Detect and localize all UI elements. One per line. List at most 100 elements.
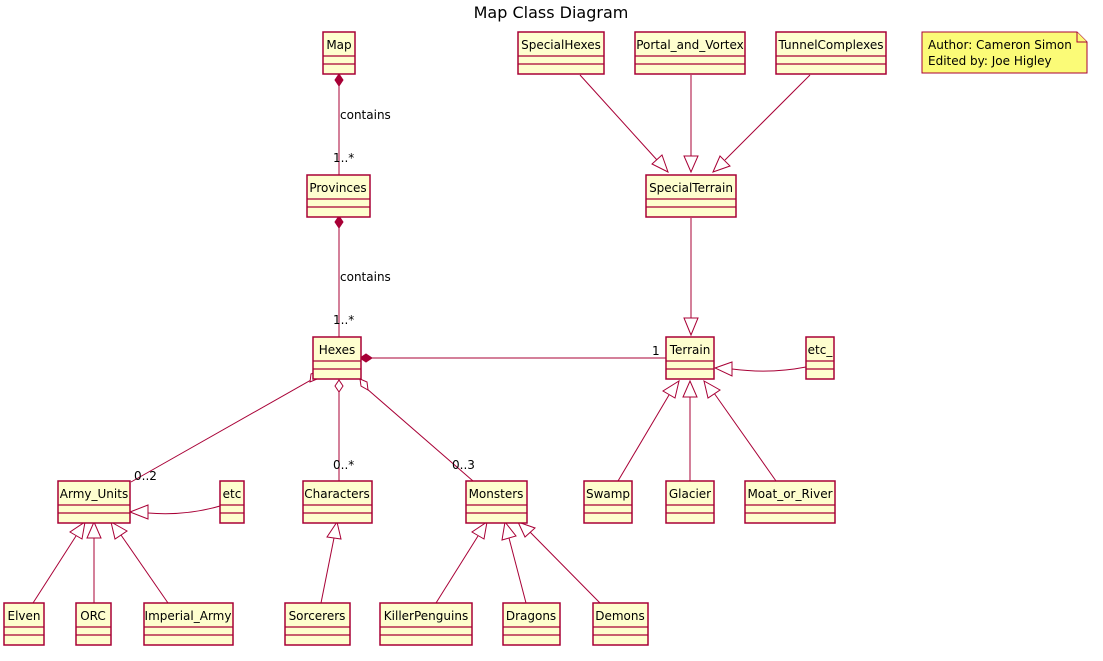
class-sorcerers: Sorcerers <box>284 602 351 646</box>
class-name: Glacier <box>669 487 711 501</box>
inheritance-arrow <box>86 520 102 539</box>
class-etc-army: etc <box>219 480 245 524</box>
inheritance-arrow <box>471 520 488 540</box>
edge-demons-monsters <box>517 521 601 604</box>
edge-glacier-terrain <box>682 379 698 481</box>
inheritance-arrow <box>662 379 680 399</box>
note-editor-line: Edited by: Joe Higley <box>928 54 1052 68</box>
class-name: Dragons <box>506 609 556 623</box>
edge-hexes-army-units: 0..2 <box>130 370 319 483</box>
class-name: SpecialTerrain <box>649 181 733 195</box>
class-killerpenguins: KillerPenguins <box>379 602 473 646</box>
class-moat-or-river: Moat_or_River <box>744 480 836 524</box>
inheritance-arrow <box>110 521 128 540</box>
inheritance-arrow <box>128 504 149 520</box>
class-orc: ORC <box>75 602 112 646</box>
inheritance-arrow <box>713 361 733 377</box>
edge-map-provinces: contains 1..* <box>333 73 391 175</box>
inheritance-arrow <box>712 155 731 173</box>
edge-sorcerers-characters <box>320 520 342 604</box>
note-author-line: Author: Cameron Simon <box>928 38 1072 52</box>
class-name: Portal_and_Vortex <box>636 38 744 52</box>
class-dragons: Dragons <box>502 602 561 646</box>
inheritance-arrow <box>683 155 699 174</box>
class-characters: Characters <box>302 480 373 524</box>
edge-hexes-characters: 0..* <box>333 379 354 481</box>
class-etc-terrain: etc_ <box>805 336 835 380</box>
multiplicity-label: 1..* <box>333 151 354 165</box>
edge-hexes-terrain: 1 <box>359 344 666 363</box>
composition-diamond <box>334 73 344 87</box>
class-specialhexes: SpecialHexes <box>517 31 605 75</box>
class-name: Provinces <box>309 181 366 195</box>
edge-label-contains: contains <box>340 108 391 122</box>
composition-diamond <box>359 353 373 363</box>
class-name: etc_ <box>808 343 834 357</box>
class-provinces: Provinces <box>306 174 371 218</box>
class-portal-and-vortex: Portal_and_Vortex <box>634 31 746 75</box>
inheritance-arrow <box>682 379 698 398</box>
edge-hexes-monsters: 0..3 <box>359 378 475 482</box>
inheritance-arrow <box>517 521 536 538</box>
edge-imperial-army-units <box>110 521 169 604</box>
edge-killerpenguins-monsters <box>435 520 488 604</box>
edge-label-contains: contains <box>340 270 391 284</box>
class-name: etc <box>223 487 242 501</box>
class-elven: Elven <box>3 602 45 646</box>
class-name: SpecialHexes <box>521 38 601 52</box>
class-specialterrain: SpecialTerrain <box>645 174 737 218</box>
inheritance-arrow <box>326 520 342 540</box>
inheritance-arrow <box>69 520 86 540</box>
class-map: Map <box>322 31 356 75</box>
edge-portal-specialterrain <box>683 75 699 174</box>
class-name: Terrain <box>669 343 711 357</box>
edge-tunnel-specialterrain <box>712 74 811 173</box>
class-hexes: Hexes <box>312 336 362 380</box>
edge-elven-army-units <box>32 520 86 604</box>
edge-dragons-monsters <box>501 520 527 604</box>
class-name: ORC <box>80 609 106 623</box>
class-name: Army_Units <box>60 487 128 501</box>
class-name: Elven <box>7 609 40 623</box>
class-army-units: Army_Units <box>57 480 131 524</box>
inheritance-arrow <box>683 317 699 337</box>
class-name: KillerPenguins <box>384 609 468 623</box>
multiplicity-label: 0..2 <box>134 469 157 483</box>
class-demons: Demons <box>592 602 649 646</box>
class-tunnelcomplexes: TunnelComplexes <box>775 31 887 75</box>
edge-swamp-terrain <box>617 379 680 482</box>
multiplicity-label: 1 <box>652 344 660 358</box>
author-note: Author: Cameron Simon Edited by: Joe Hig… <box>921 31 1088 74</box>
class-name: Imperial_Army <box>145 609 232 623</box>
edge-specialhexes-specialterrain <box>579 74 669 174</box>
edge-orc-army-units <box>86 520 102 603</box>
class-name: Moat_or_River <box>747 487 832 501</box>
class-imperial-army: Imperial_Army <box>143 602 234 646</box>
class-name: Swamp <box>586 487 630 501</box>
class-swamp: Swamp <box>583 480 633 524</box>
class-name: Hexes <box>319 343 356 357</box>
class-name: Characters <box>304 487 370 501</box>
inheritance-arrow <box>651 154 669 174</box>
edge-moat-terrain <box>703 380 777 482</box>
edge-provinces-hexes: contains 1..* <box>333 215 391 337</box>
aggregation-diamond <box>359 378 369 391</box>
multiplicity-label: 0..* <box>333 458 354 472</box>
composition-diamond <box>334 215 344 229</box>
class-monsters: Monsters <box>465 480 528 524</box>
aggregation-diamond <box>334 379 344 393</box>
class-name: Map <box>326 38 351 52</box>
edge-etc2-terrain <box>713 361 807 377</box>
multiplicity-label: 0..3 <box>452 458 475 472</box>
class-name: Demons <box>595 609 645 623</box>
inheritance-arrow <box>501 520 517 541</box>
class-name: Monsters <box>469 487 524 501</box>
class-name: Sorcerers <box>289 609 346 623</box>
class-terrain: Terrain <box>665 336 715 380</box>
class-glacier: Glacier <box>665 480 715 524</box>
class-name: TunnelComplexes <box>778 38 884 52</box>
inheritance-arrow <box>703 380 721 399</box>
edge-etc-army-units <box>128 504 221 520</box>
